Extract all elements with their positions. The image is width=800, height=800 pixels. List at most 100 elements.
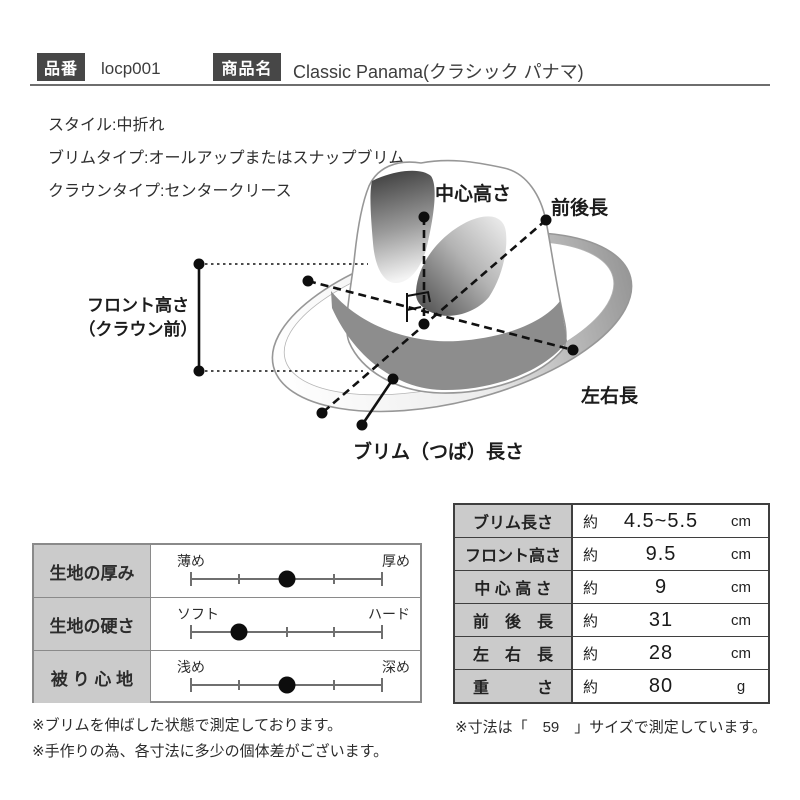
brim-length-line [360, 378, 395, 426]
size-approx: 約 [583, 645, 599, 663]
size-value: 4.5~5.5 [623, 509, 699, 532]
slider-track [190, 676, 383, 694]
slider-tick [190, 625, 192, 639]
size-approx: 約 [583, 579, 599, 597]
measurement-lines [197, 217, 574, 426]
fit-depth-slider: 浅め 深め [151, 651, 420, 703]
slider-tick [190, 572, 192, 586]
endpoint-dot [567, 344, 579, 356]
slider-min-label: 薄め [177, 553, 205, 569]
product-name-tag: 商品名 [213, 53, 281, 81]
size-approx: 約 [583, 612, 599, 630]
size-value: 31 [648, 608, 674, 631]
spec-style-text: スタイル:中折れ [48, 117, 165, 134]
size-value: 28 [648, 641, 674, 664]
size-unit: cm [731, 545, 751, 563]
table-row: 生地の厚み 薄め 厚め [34, 545, 420, 598]
size-approx: 約 [583, 546, 599, 564]
size-value: 80 [648, 674, 674, 697]
front-back-label: 前後長 [551, 196, 609, 219]
front-height-label-line1: フロント高さ [87, 295, 189, 315]
left-right-line [307, 279, 574, 352]
texture-table: 生地の厚み 薄め 厚め 生地の硬さ ソフト ハード [32, 543, 422, 703]
slider-track [190, 570, 383, 588]
size-row-label: 重 さ [455, 670, 573, 702]
table-row: 生地の硬さ ソフト ハード [34, 598, 420, 651]
hat-band-shape [331, 291, 567, 391]
product-name-value: Classic Panama(クラシック パナマ) [293, 62, 584, 82]
slider-tick [381, 572, 383, 586]
size-row-label: 前 後 長 [455, 604, 573, 636]
left-right-label: 左右長 [581, 384, 639, 407]
part-number-tag: 品番 [37, 53, 85, 81]
slider-max-label: 深め [382, 659, 410, 675]
part-number-value: locp001 [101, 59, 161, 78]
endpoint-dot [193, 365, 205, 377]
size-approx: 約 [583, 678, 599, 696]
slider-tick [333, 627, 336, 637]
table-row: 左 右 長 約 28 cm [455, 637, 768, 670]
hat-crease-shadow-left [370, 170, 435, 284]
slider-min-label: ソフト [177, 606, 219, 622]
slider-max-label: 厚め [382, 553, 410, 569]
table-row: 重 さ 約 80 g [455, 670, 768, 702]
table-row: 被 り 心 地 浅め 深め [34, 651, 420, 703]
slider-tick [381, 625, 383, 639]
brim-length-label: ブリム（つば）長さ [353, 440, 524, 463]
note-brim-measurement: ※ブリムを伸ばした状態で測定しております。 [32, 717, 343, 734]
endpoint-dot [418, 211, 430, 223]
size-row-label: ブリム長さ [455, 505, 573, 537]
slider-tick [333, 680, 336, 690]
slider-tick [381, 678, 383, 692]
size-unit: cm [731, 644, 751, 662]
slider-max-label: ハード [368, 606, 410, 622]
texture-row-label: 生地の厚み [34, 545, 151, 597]
endpoint-dot [302, 275, 314, 287]
size-row-label: 中 心 高 さ [455, 571, 573, 603]
endpoint-dot [356, 419, 368, 431]
spec-crown-type-text: クラウンタイプ:センタークリース [48, 183, 292, 200]
endpoint-dot [193, 258, 205, 270]
size-unit: cm [731, 578, 751, 596]
table-row: 中 心 高 さ 約 9 cm [455, 571, 768, 604]
slider-dot [230, 623, 248, 641]
endpoint-dot [540, 214, 552, 226]
size-value: 9.5 [645, 542, 677, 565]
size-approx: 約 [583, 513, 599, 531]
slider-track [190, 623, 383, 641]
size-table: ブリム長さ 約 4.5~5.5 cm フロント高さ 約 9.5 cm 中 心 高… [453, 503, 770, 704]
front-back-line [321, 219, 547, 414]
fabric-thickness-slider: 薄め 厚め [151, 545, 420, 597]
texture-row-label: 生地の硬さ [34, 598, 151, 650]
header-divider [30, 84, 770, 86]
size-row-label: フロント高さ [455, 538, 573, 570]
endpoint-dot [418, 318, 430, 330]
slider-tick [285, 627, 288, 637]
slider-tick [333, 574, 336, 584]
endpoint-dot [316, 407, 328, 419]
endpoint-dot [387, 373, 399, 385]
perpendicular-mark [406, 291, 431, 322]
slider-tick [190, 678, 192, 692]
front-height-label-line2: （クラウン前） [79, 319, 198, 339]
fabric-hardness-slider: ソフト ハード [151, 598, 420, 650]
size-unit: cm [731, 512, 751, 530]
measurement-dots [193, 211, 579, 431]
spec-brim-type-text: ブリムタイプ:オールアップまたはスナップブリム [48, 150, 405, 167]
note-size-basis: ※寸法は「 59 」サイズで測定しています。 [455, 719, 767, 736]
slider-min-label: 浅め [177, 659, 205, 675]
table-row: フロント高さ 約 9.5 cm [455, 538, 768, 571]
texture-row-label: 被 り 心 地 [34, 651, 151, 703]
note-handmade-variance: ※手作りの為、各寸法に多少の個体差がございます。 [32, 743, 389, 760]
size-unit: g [736, 677, 746, 695]
slider-tick [237, 574, 240, 584]
size-value: 9 [654, 575, 668, 598]
size-unit: cm [731, 611, 751, 629]
center-height-label: 中心高さ [435, 182, 511, 205]
slider-dot [278, 676, 295, 694]
hat-crease-shadow-right [415, 216, 507, 316]
slider-tick [237, 680, 240, 690]
table-row: ブリム長さ 約 4.5~5.5 cm [455, 505, 768, 538]
slider-dot [278, 570, 295, 588]
